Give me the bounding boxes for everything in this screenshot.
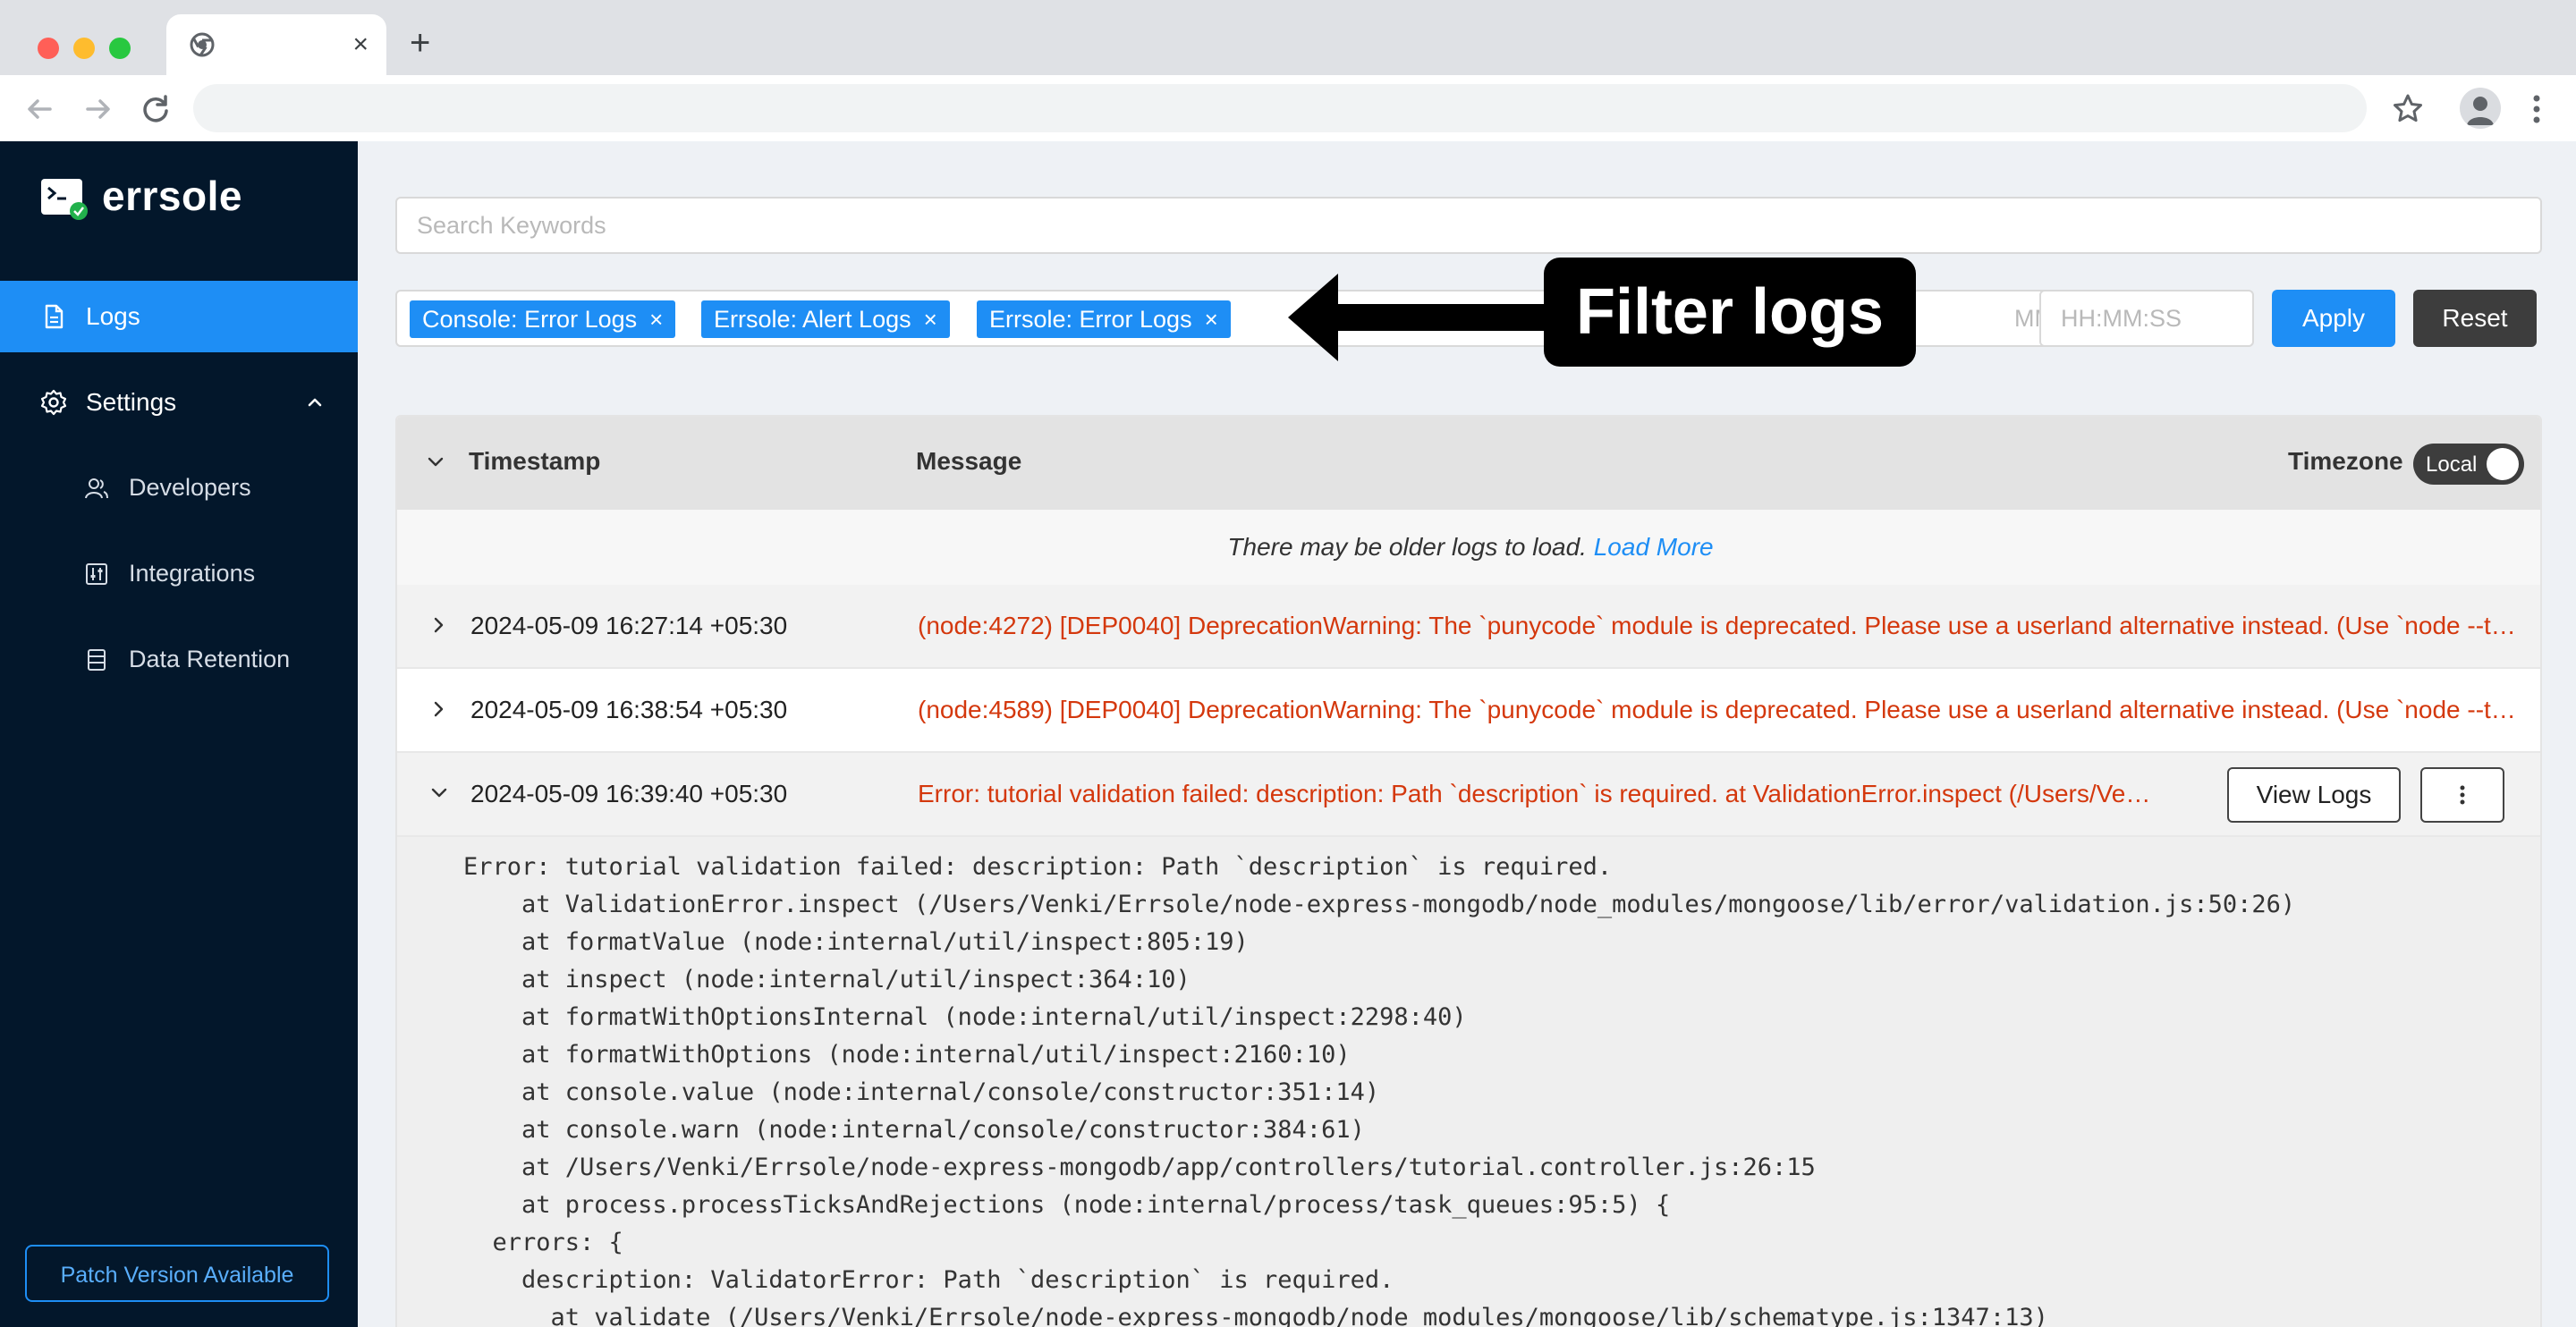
browser-tab[interactable]: × (166, 14, 386, 75)
time-input[interactable]: HH:MM:SS (2039, 290, 2254, 347)
profile-avatar-icon[interactable] (2460, 88, 2501, 129)
detail-line: at inspect (node:internal/util/inspect:3… (463, 966, 1191, 993)
users-icon (84, 476, 109, 501)
row-message: (node:4589) [DEP0040] DeprecationWarning… (918, 696, 2519, 724)
brand-name: errsole (102, 172, 242, 220)
reset-button[interactable]: Reset (2413, 290, 2537, 347)
sidebar-item-label: Logs (86, 302, 140, 331)
sidebar: errsole Logs Settings Developers (0, 141, 358, 1327)
row-timestamp: 2024-05-09 16:38:54 +05:30 (470, 696, 787, 724)
chevron-right-icon[interactable] (428, 697, 451, 721)
sidebar-item-data-retention[interactable]: Data Retention (0, 624, 358, 696)
chevron-right-icon[interactable] (428, 613, 451, 637)
detail-line: at process.processTicksAndRejections (no… (463, 1191, 1670, 1219)
filter-chip-console-error: Console: Error Logs × (410, 300, 675, 338)
row-timestamp: 2024-05-09 16:27:14 +05:30 (470, 612, 787, 640)
log-detail-panel: Error: tutorial validation failed: descr… (397, 837, 2542, 1327)
errsole-logo-icon (39, 177, 89, 220)
header-timestamp: Timestamp (469, 447, 600, 476)
document-icon (39, 302, 68, 331)
load-more-link[interactable]: Load More (1594, 533, 1714, 561)
sidebar-item-label: Developers (129, 474, 251, 502)
header-message: Message (916, 447, 1021, 476)
maximize-window-button[interactable] (109, 38, 131, 59)
tab-close-icon[interactable]: × (352, 30, 369, 59)
search-input[interactable]: Search Keywords (395, 197, 2542, 254)
table-row[interactable]: 2024-05-09 16:38:54 +05:30 (node:4589) [… (397, 669, 2542, 753)
back-arrow-icon[interactable] (21, 91, 57, 127)
chevron-down-icon[interactable] (424, 451, 447, 474)
forward-arrow-icon[interactable] (80, 91, 116, 127)
close-window-button[interactable] (38, 38, 59, 59)
chevron-up-icon (304, 392, 326, 413)
chrome-icon (190, 32, 215, 57)
table-row[interactable]: 2024-05-09 16:39:40 +05:30 Error: tutori… (397, 753, 2542, 837)
detail-line: at console.warn (node:internal/console/c… (463, 1116, 1365, 1144)
chip-label: Errsole: Alert Logs (714, 306, 911, 333)
timezone-toggle[interactable]: Local (2413, 444, 2524, 485)
reload-icon[interactable] (138, 91, 174, 127)
annotation-label: Filter logs (1544, 258, 1916, 367)
load-more-row: There may be older logs to load. Load Mo… (397, 510, 2542, 585)
main-content: Search Keywords Console: Error Logs × Err… (358, 141, 2576, 1327)
browser-tab-bar: × + (0, 0, 2576, 75)
chip-remove-icon[interactable]: × (649, 306, 663, 333)
chip-remove-icon[interactable]: × (1205, 306, 1218, 333)
detail-line: at validate (/Users/Venki/Errsole/node-e… (463, 1304, 2048, 1327)
sidebar-item-label: Integrations (129, 560, 255, 587)
sidebar-item-settings[interactable]: Settings (0, 367, 358, 438)
filter-chip-errsole-error: Errsole: Error Logs × (977, 300, 1231, 338)
apply-button[interactable]: Apply (2272, 290, 2395, 347)
patch-version-button[interactable]: Patch Version Available (25, 1245, 329, 1302)
toggle-knob (2487, 448, 2519, 480)
detail-line: at formatWithOptions (node:internal/util… (463, 1041, 1351, 1069)
detail-line: errors: { (463, 1229, 623, 1256)
browser-toolbar (0, 75, 2576, 143)
browser-menu-icon[interactable] (2528, 89, 2546, 129)
detail-line: at ValidationError.inspect (/Users/Venki… (463, 891, 2295, 918)
chevron-down-icon[interactable] (428, 782, 451, 805)
sidebar-item-label: Data Retention (129, 646, 290, 673)
load-more-text: There may be older logs to load. (1227, 533, 1587, 561)
gear-icon (39, 388, 68, 417)
sidebar-item-logs[interactable]: Logs (0, 281, 358, 352)
filter-chip-errsole-alert: Errsole: Alert Logs × (701, 300, 950, 338)
detail-line: description: ValidatorError: Path `descr… (463, 1266, 1394, 1294)
minimize-window-button[interactable] (73, 38, 95, 59)
chip-label: Console: Error Logs (422, 306, 637, 333)
bookmark-star-icon[interactable] (2390, 91, 2426, 127)
row-message: Error: tutorial validation failed: descr… (918, 780, 2152, 808)
database-icon (84, 647, 109, 672)
timezone-toggle-label: Local (2426, 452, 2477, 478)
new-tab-button[interactable]: + (410, 25, 430, 61)
detail-line: at console.value (node:internal/console/… (463, 1078, 1379, 1106)
detail-line: Error: tutorial validation failed: descr… (463, 853, 1612, 881)
detail-line: at formatValue (node:internal/util/inspe… (463, 928, 1249, 956)
table-row[interactable]: 2024-05-09 16:27:14 +05:30 (node:4272) [… (397, 585, 2542, 669)
address-bar[interactable] (193, 84, 2367, 132)
detail-line: at /Users/Venki/Errsole/node-express-mon… (463, 1154, 1816, 1181)
view-logs-button[interactable]: View Logs (2227, 767, 2401, 823)
row-message: (node:4272) [DEP0040] DeprecationWarning… (918, 612, 2519, 640)
table-header: Timestamp Message Timezone Local (397, 417, 2542, 510)
chip-label: Errsole: Error Logs (989, 306, 1192, 333)
header-timezone: Timezone (2288, 447, 2403, 476)
logs-table: Timestamp Message Timezone Local There m… (395, 415, 2542, 1327)
sidebar-item-label: Settings (86, 388, 176, 417)
chip-remove-icon[interactable]: × (924, 306, 937, 333)
sidebar-item-developers[interactable]: Developers (0, 452, 358, 524)
detail-line: at formatWithOptionsInternal (node:inter… (463, 1003, 1467, 1031)
row-timestamp: 2024-05-09 16:39:40 +05:30 (470, 780, 787, 808)
sidebar-item-integrations[interactable]: Integrations (0, 538, 358, 610)
kebab-menu-icon (2422, 769, 2503, 821)
more-options-button[interactable] (2420, 767, 2504, 823)
sliders-icon (84, 562, 109, 587)
